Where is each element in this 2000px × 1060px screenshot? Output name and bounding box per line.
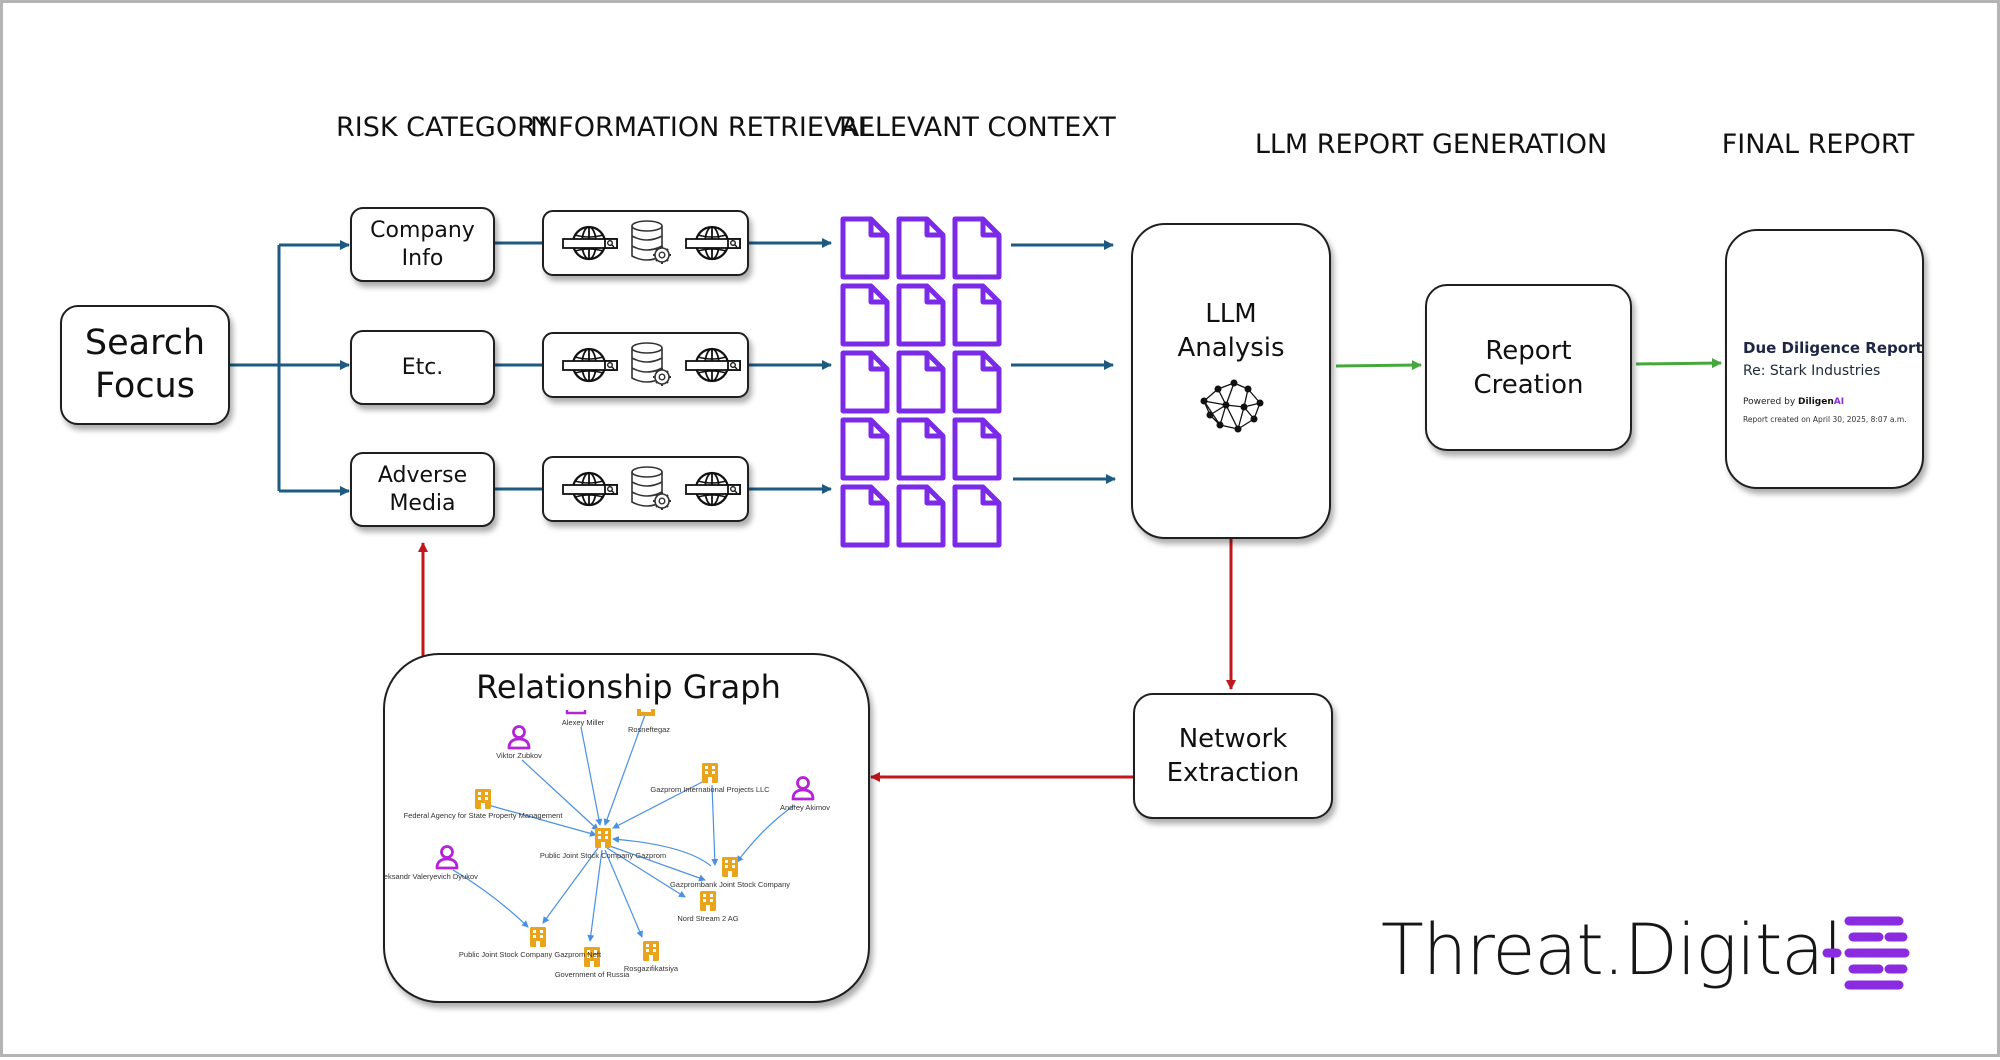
threat-digital-logo-text: Threat.Digital [1381, 909, 1843, 991]
person-icon [435, 845, 459, 870]
final-report-card: Due Diligence Report Re: Stark Industrie… [1725, 229, 1924, 489]
node-label: Rosgazifikatsiya [624, 964, 679, 973]
header-llm-report-generation: LLM REPORT GENERATION [1254, 129, 1608, 160]
llm-analysis-label: LLM Analysis [1177, 299, 1285, 363]
header-risk-category: RISK CATEGORY [336, 112, 551, 143]
header-information-retrieval: INFORMATION RETRIEVAL [530, 112, 875, 143]
risk-category-etc: Etc. [350, 330, 495, 405]
retrieval-icons [561, 342, 741, 387]
globe-search-icon [684, 225, 741, 261]
building-icon [722, 857, 738, 877]
report-title: Due Diligence Report [1743, 339, 1923, 357]
feedback-arrows [418, 539, 1236, 782]
globe-search-icon [684, 347, 741, 383]
node-label: Public Joint Stock Company Gazprom [540, 851, 666, 860]
graph-labels: Alexey Miller Rosneftegaz Viktor Zubkov … [385, 718, 830, 979]
report-subject: Re: Stark Industries [1743, 363, 1881, 379]
building-icon [595, 828, 611, 848]
risk-category-company-info: Company Info [350, 207, 495, 282]
search-focus-label: Search Focus [84, 323, 206, 406]
globe-search-icon [561, 347, 618, 383]
report-creation-label: Report Creation [1473, 335, 1584, 400]
relationship-graph-box: Relationship Graph [383, 653, 870, 1003]
node-label: Viktor Zubkov [496, 751, 542, 760]
retrieval-icons [561, 220, 741, 265]
report-powered-by: Powered by DiligenAI [1743, 397, 1844, 407]
person-icon [565, 710, 587, 715]
powered-by-text: Powered by [1743, 397, 1796, 407]
etc-label: Etc. [401, 354, 444, 380]
building-icon [530, 927, 546, 947]
retrieval-row-adverse-media [542, 456, 749, 522]
node-label: Government of Russia [555, 970, 630, 979]
database-gear-icon [630, 220, 672, 265]
building-icon [637, 709, 655, 716]
retrieval-row-etc [542, 332, 749, 398]
node-label: Federal Agency for State Property Manage… [404, 811, 564, 820]
node-label: Gazprombank Joint Stock Company [670, 880, 790, 889]
person-icon [791, 776, 815, 801]
network-extraction-box: Network Extraction [1133, 693, 1333, 819]
database-gear-icon [630, 342, 672, 387]
network-extraction-label: Network Extraction [1166, 724, 1300, 788]
header-final-report: FINAL REPORT [1721, 129, 1915, 160]
node-label: Nord Stream 2 AG [677, 914, 738, 923]
node-label: Rosneftegaz [628, 725, 670, 734]
search-focus-connectors [229, 238, 1116, 496]
search-focus-box: Search Focus [60, 305, 230, 425]
report-creation-box: Report Creation [1425, 284, 1632, 451]
output-arrows [1335, 358, 1722, 371]
globe-search-icon [561, 471, 618, 507]
relationship-graph-title: Relationship Graph [476, 668, 781, 706]
node-label: leksandr Valeryevich Dyukov [385, 872, 478, 881]
node-label: Public Joint Stock Company Gazprom Neft [459, 950, 602, 959]
diagram-canvas [229, 3, 1722, 782]
diligen-brand-ai: AI [1833, 397, 1845, 407]
globe-search-icon [561, 225, 618, 261]
node-label: Gazprom International Projects LLC [650, 785, 770, 794]
company-info-label: Company Info [370, 217, 475, 271]
globe-search-icon [684, 471, 741, 507]
building-icon [702, 763, 718, 783]
report-created-date: Report created on April 30, 2025, 8:07 a… [1743, 415, 1907, 424]
graph-nodes [435, 709, 815, 967]
building-icon [700, 891, 716, 911]
node-label: Alexey Miller [562, 718, 605, 727]
retrieval-icons [561, 466, 741, 511]
database-gear-icon [630, 466, 672, 511]
llm-analysis-box: LLM Analysis [1131, 223, 1331, 539]
relationship-graph-network: Alexey Miller Rosneftegaz Viktor Zubkov … [385, 709, 830, 979]
node-label: Andrey Akimov [780, 803, 830, 812]
neural-network-icon [1200, 379, 1264, 433]
header-relevant-context: RELEVANT CONTEXT [839, 112, 1116, 143]
building-icon [475, 789, 491, 809]
person-icon [507, 725, 531, 750]
diligen-brand: Diligen [1798, 397, 1834, 407]
threat-digital-logo-icon [1822, 916, 1910, 990]
risk-category-adverse-media: Adverse Media [350, 452, 495, 527]
graph-edges [452, 714, 796, 942]
retrieval-row-company-info [542, 210, 749, 276]
adverse-media-label: Adverse Media [377, 462, 468, 516]
building-icon [643, 941, 659, 961]
relevant-context-documents [843, 219, 999, 545]
